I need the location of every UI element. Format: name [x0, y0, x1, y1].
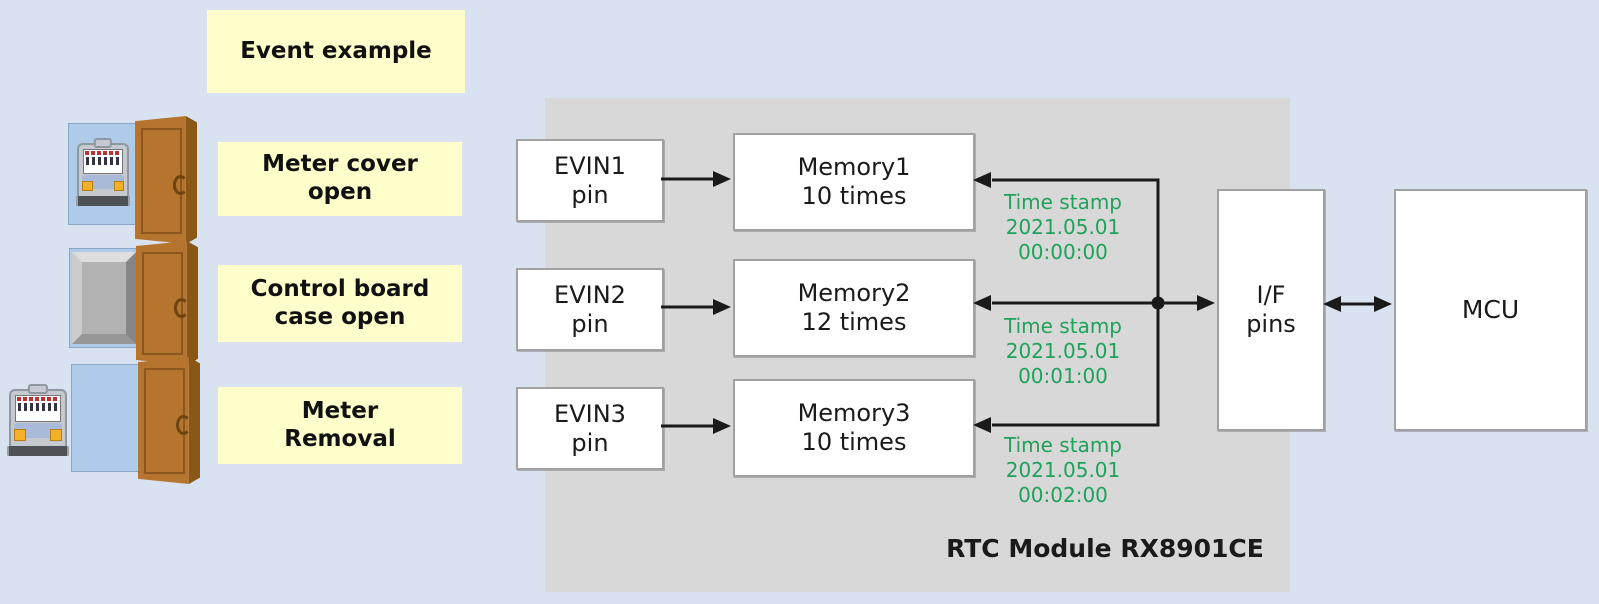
event-label-text: Control board case open — [250, 275, 430, 330]
door-handle-icon — [173, 174, 189, 195]
empty-cabinet-panel — [71, 364, 141, 472]
event-label-text: Meter Removal — [284, 397, 396, 452]
meter-terminal-right — [50, 429, 62, 441]
meter-base — [75, 196, 131, 206]
meter-red-band — [84, 151, 122, 156]
cabinet-panel — [69, 248, 139, 348]
if-pins-box: I/F pins — [1217, 189, 1325, 431]
memory3-box: Memory3 10 times — [733, 379, 975, 477]
door-edge — [188, 357, 200, 484]
meter-digits — [18, 403, 58, 412]
event-example-title: Event example — [207, 10, 465, 93]
meter-digits — [85, 157, 121, 166]
timestamp-memory3: Time stamp 2021.05.01 00:02:00 — [1004, 433, 1122, 507]
meter-terminal-left — [14, 429, 26, 441]
control-board-case-icon — [72, 252, 136, 344]
evin2-pin-box: EVIN2 pin — [516, 268, 664, 351]
door-edge — [186, 241, 198, 365]
open-door-icon — [138, 357, 200, 484]
meter-base — [7, 445, 69, 457]
event-example-title-text: Event example — [240, 37, 432, 64]
evin3-pin-box: EVIN3 pin — [516, 387, 664, 470]
cabinet-panel — [68, 123, 138, 225]
rtc-module-title: RTC Module RX8901CE — [946, 534, 1264, 563]
evin1-pin-box: EVIN1 pin — [516, 139, 664, 222]
meter-terminal-right — [113, 180, 125, 192]
meter-cover-open-illustration — [65, 116, 199, 244]
door-handle-icon — [174, 298, 190, 319]
meter-red-band — [17, 397, 59, 402]
event-label-meter-removal: Meter Removal — [218, 387, 462, 464]
meter-removal-illustration — [68, 357, 200, 484]
control-board-case-open-illustration — [66, 241, 198, 365]
meter-terminal-left — [81, 180, 93, 192]
open-door-icon — [135, 116, 197, 244]
memory2-box: Memory2 12 times — [733, 259, 975, 357]
timestamp-memory1: Time stamp 2021.05.01 00:00:00 — [1004, 190, 1122, 264]
arrowhead-into-mcu-from-if — [1374, 296, 1392, 312]
arrowhead-into-if-from-mcu — [1323, 296, 1341, 312]
event-label-meter-cover-open: Meter cover open — [218, 142, 462, 216]
timestamp-memory2: Time stamp 2021.05.01 00:01:00 — [1004, 314, 1122, 388]
removed-meter-icon — [7, 389, 69, 457]
door-edge — [185, 116, 197, 244]
meter-display — [82, 149, 124, 175]
meter-display — [15, 395, 61, 423]
open-door-icon — [136, 241, 198, 365]
door-handle-icon — [176, 415, 192, 436]
memory1-box: Memory1 10 times — [733, 133, 975, 231]
mcu-box: MCU — [1394, 189, 1587, 431]
event-label-control-board-case-open: Control board case open — [218, 265, 462, 342]
electric-meter-icon — [75, 143, 131, 206]
meter-mid-section — [14, 423, 62, 439]
event-label-text: Meter cover open — [262, 151, 418, 205]
